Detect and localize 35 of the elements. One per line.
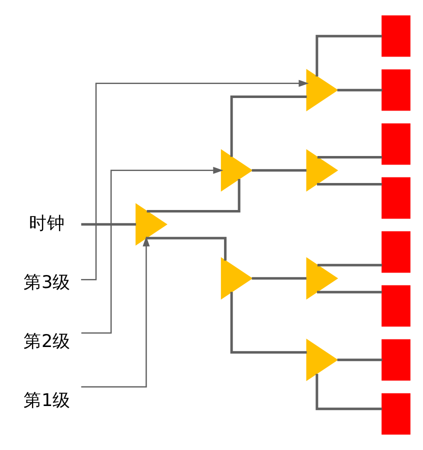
connector [230,96,307,157]
connector [337,88,382,92]
node-text: 第3级 [23,273,71,294]
connector [316,34,382,76]
node-box [382,177,410,219]
node-box [382,339,410,381]
connector [317,264,382,266]
connector [252,169,306,172]
node-triangle [306,257,338,300]
node-triangle [306,338,338,382]
connector [317,182,382,186]
connector [317,290,382,294]
node-box [382,393,410,435]
connector [316,374,382,410]
arrow [81,236,150,388]
node-text: 第1级 [23,390,71,411]
connector [317,156,382,158]
node-box [382,69,410,111]
node-box [382,123,410,165]
node-box [382,15,410,57]
connector [81,223,136,226]
node-box [382,285,410,327]
connector [146,179,240,212]
connector [252,277,306,280]
connector [337,358,382,362]
node-text: 第2级 [23,332,71,352]
connector [230,292,307,354]
node-triangle [220,149,253,192]
node-triangle [306,149,338,192]
connector [146,236,227,261]
node-text: 时钟 [29,214,66,234]
node-box [382,231,410,273]
node-triangle [306,68,338,112]
arrow [81,166,224,334]
node-triangle [220,257,253,300]
